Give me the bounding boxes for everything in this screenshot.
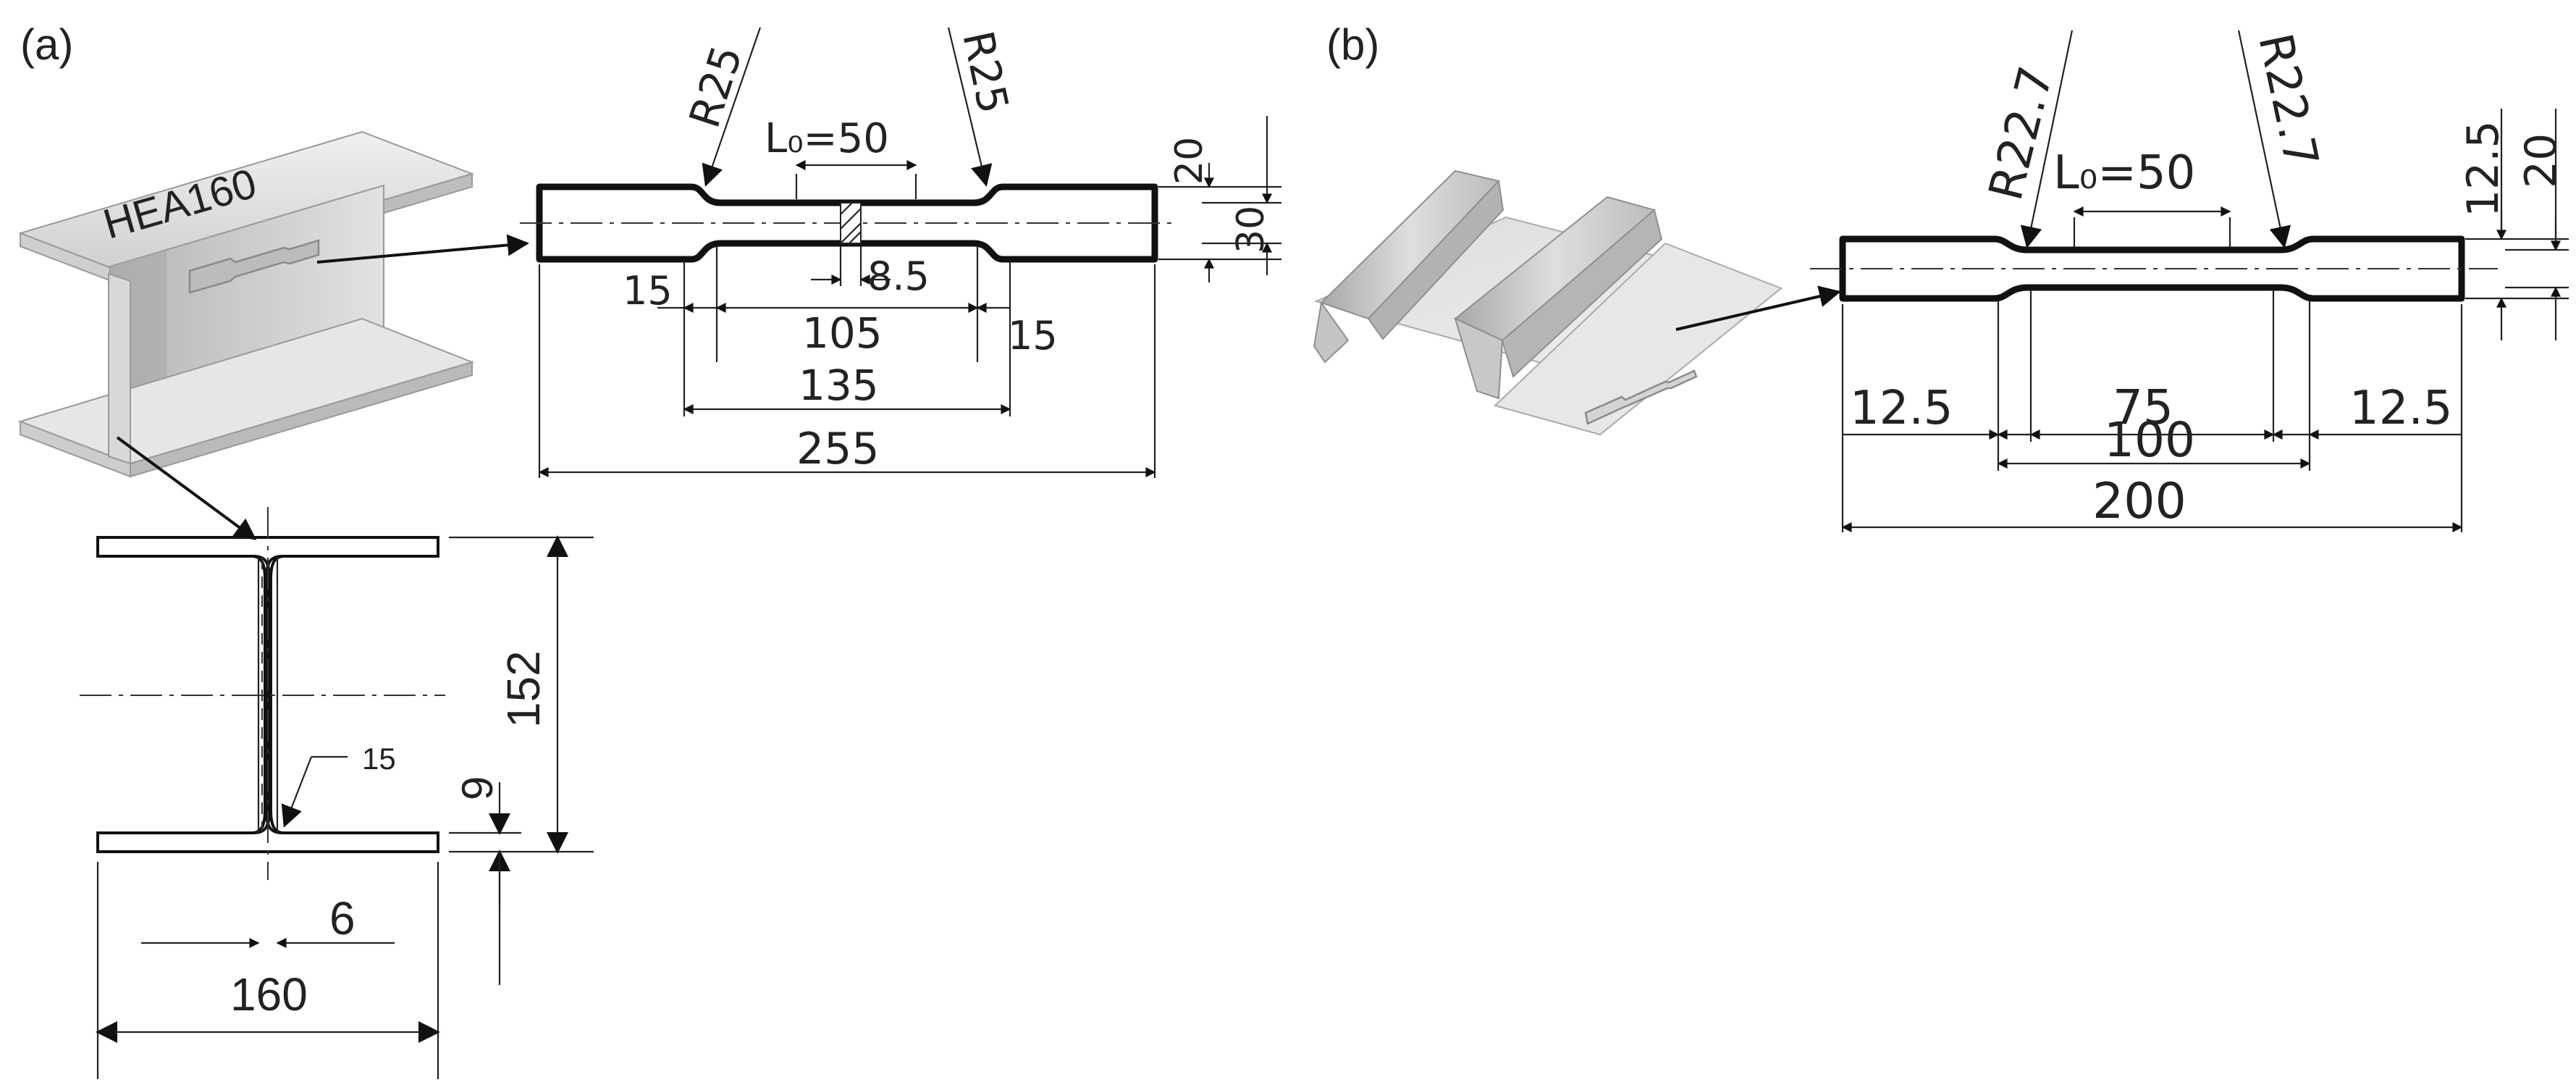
pointer-arrow-section [116,436,257,540]
coupon-a-total-width: 30 [1229,206,1273,253]
coupon-a-drawing [520,183,1173,263]
coupon-b-radius-right: R22.7 [2247,29,2328,172]
coupon-a-parallel-length: 105 [802,309,883,358]
coupon-a-radius-right: R25 [953,27,1018,118]
coupon-b-drawing [1810,235,2498,302]
coupon-b-dimensions: L₀=50 R22.7 R22.7 12.5 20 75 12.5 12.5 1… [1841,29,2569,532]
section-web-thickness: 6 [329,892,355,944]
coupon-b-total-length: 200 [2092,473,2186,530]
section-flange-thickness: 9 [453,776,502,800]
beam-3d-illustration: HEA160 [17,130,475,478]
profiled-sheet-illustration [1313,169,1783,436]
coupon-b-grip-width: 12.5 [2458,120,2509,217]
coupon-a-gauge-length: L₀=50 [765,115,889,162]
coupon-a-reduced-length: 135 [799,361,879,410]
coupon-b-total-width: 20 [2516,133,2567,188]
section-width: 160 [230,968,308,1020]
section-dimensions: 152 9 15 6 160 [96,535,594,1079]
coupon-a-thickness: 8.5 [867,253,930,299]
coupon-b-shoulder-right: 12.5 [2349,382,2453,435]
section-height: 152 [497,650,550,728]
pointer-arrow-coupon-a [316,234,529,264]
coupon-b-parallel-length: 75 [2113,380,2173,435]
coupon-a-radius-left: R25 [680,40,752,134]
hea160-cross-section [80,507,445,880]
coupon-a-shoulder-left: 15 [623,268,673,314]
panel-b-label: (b) [1326,20,1379,69]
coupon-b-shoulder-left: 12.5 [1850,382,1953,435]
coupon-b-gauge-length: L₀=50 [2053,146,2195,200]
pointer-arrow-coupon-b [1675,285,1841,331]
coupon-a-total-length: 255 [796,424,880,474]
panel-a-label: (a) [20,20,73,69]
section-root-radius: 15 [362,742,396,776]
coupon-a-grip-width: 20 [1168,137,1211,185]
coupon-a-dimensions: L₀=50 R25 R25 8.5 20 30 105 15 15 [538,27,1281,478]
coupon-b-reduced-length: 100 [2104,412,2195,468]
coupon-a-shoulder-right: 15 [1008,313,1058,359]
